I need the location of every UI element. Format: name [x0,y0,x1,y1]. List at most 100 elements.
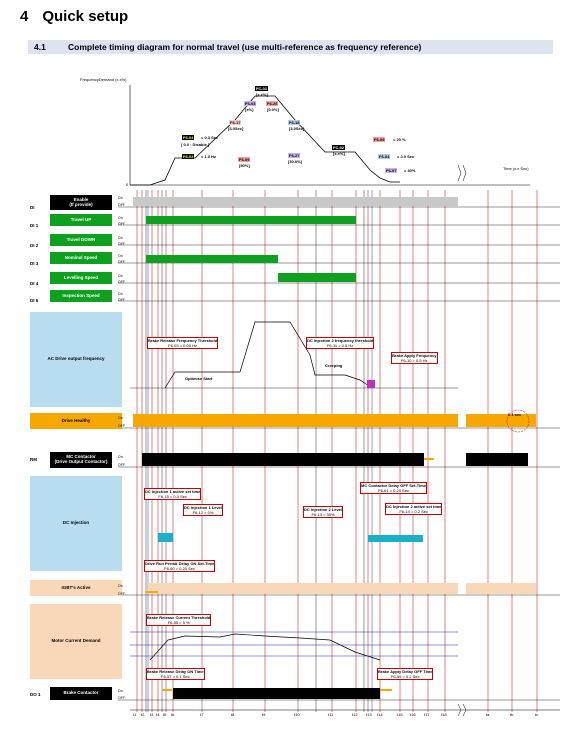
do-1: DO 1 [30,692,41,697]
tag-f609-val: [90%] [239,163,250,168]
row-igbt: IGBT's Active [30,580,122,596]
dc-inj2-block [368,535,423,542]
time-label: t3 [150,712,154,717]
off-label: OFF [118,463,125,467]
time-label: t17 [424,712,430,717]
row-inspection: Inspection Speed [50,290,112,302]
di-3: DI 3 [30,261,39,266]
dc-inj1-block [158,533,173,542]
axis-break [457,164,467,182]
section-title: Quick setup [42,8,129,25]
tag-f604-val: = 0.3 Sec [201,135,219,140]
on-label: On [118,254,123,258]
off-label: OFF [118,696,125,700]
time-label: t1 [133,712,137,717]
time-axis-break [457,703,467,717]
drive-healthy-bar-2 [466,414,536,427]
time-label: t11 [328,712,334,717]
off-label: OFF [118,424,125,428]
section-number: 4 [20,8,29,25]
brake-contactor-bar [173,688,380,699]
enable-bar [133,197,458,206]
tag-f603-val: [x%] [245,107,254,112]
tag-f609: F6-09 [238,157,251,162]
mc-contactor-bar-2 [466,453,528,466]
subheader-bar: 4.1 Complete timing diagram for normal tr… [28,40,553,54]
time-label: t5 [163,712,167,717]
di-1: DI 1 [30,223,39,228]
on-label: On [118,584,123,588]
short-interval-circle [506,409,530,433]
row-ac-output: AC Drive output frequency [30,312,122,407]
timing-lines-dark [145,190,365,712]
mc-contactor-bar [142,453,424,466]
tag-fc02: FC-02 [332,145,346,150]
row-nominal: Nominal Speed [50,252,112,264]
row-enable: Enable(If provide) [50,195,112,210]
tag-f617: F6-17 [229,120,242,125]
off-label: OFF [118,222,125,226]
subheader-title: Complete timing diagram for normal trave… [68,42,422,52]
tag-f618-val: [3.0Sec] [289,126,305,131]
time-label: t16 [410,712,416,717]
time-label: tc [535,712,539,717]
on-label: On [118,216,123,220]
tag-f607-val: = 30% [404,168,416,173]
travel-up-bar [146,216,356,224]
on-label: On [118,292,123,296]
di-rm: RM [30,457,37,462]
row-baselines [118,206,560,701]
timing-lines-blue [147,190,373,712]
freq-x-label: Time (x.x Sec) [503,166,529,171]
timing-lines [136,190,538,712]
freq-y-label: FrequencyDemand (x.x%) [80,77,127,82]
tag-f609b: F6-09 [373,137,386,142]
row-motor-current: Motor Current Demand [30,604,122,679]
nominal-bar [146,255,278,263]
label-short-interval: 0.1 sec [508,412,522,417]
motor-current-curve [149,633,381,661]
tag-f618: F6-18 [288,120,301,125]
off-label: OFF [118,298,125,302]
time-label: ta [486,712,490,717]
on-label: On [118,236,123,240]
subheader-number: 4.1 [34,42,46,52]
tag-fc01: FC-01 [255,86,269,91]
on-label: On [118,455,123,459]
time-label: t2 [141,712,145,717]
time-label: t6 [171,712,175,717]
on-label: On [118,196,123,200]
time-label: t13 [366,712,372,717]
note-disable: [ 0.0 : Disable ] [181,142,210,147]
row-travel-down: Travel DOWN [50,234,112,246]
time-label: t8 [231,712,235,717]
time-label: t12 [352,712,358,717]
motor-current-levels [130,631,458,657]
time-label: t9 [262,712,266,717]
on-label: On [118,274,123,278]
tag-f603b-val: = 1.0 Hz [201,154,217,159]
off-label: OFF [118,260,125,264]
time-label: t14 [377,712,383,717]
tag-f604b: F6-04 [378,154,391,159]
row-drive-healthy: Drive Healthy [30,413,122,429]
page-header: 4 Quick setup [20,8,142,25]
time-label: t4 [156,712,160,717]
label-optimise-start: Optimise Start [185,376,213,381]
freq-curve [130,95,400,186]
off-label: OFF [118,242,125,246]
row-dc-injection: DC Injection [30,476,122,571]
tag-f627: F6-27 [288,153,301,158]
time-label: t10 [294,712,300,717]
ac-freq-curve [164,321,373,389]
